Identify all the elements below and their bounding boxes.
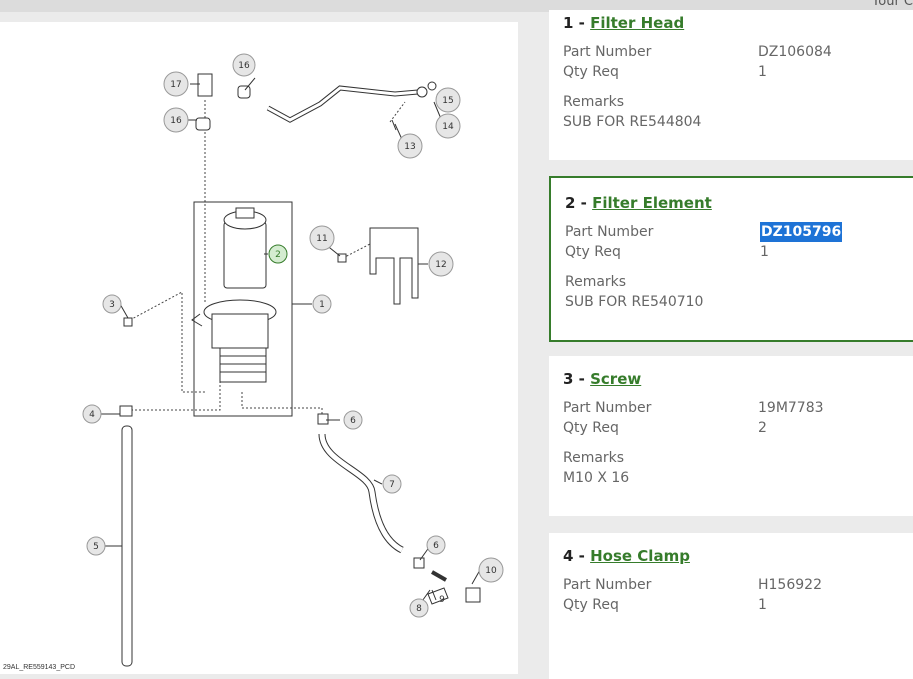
svg-text:14: 14 bbox=[442, 122, 454, 132]
svg-text:17: 17 bbox=[170, 80, 181, 90]
svg-text:11: 11 bbox=[316, 234, 327, 244]
callout-2[interactable]: 2 bbox=[268, 244, 288, 264]
part-number: H156922 bbox=[758, 577, 822, 593]
svg-text:6: 6 bbox=[350, 416, 356, 426]
svg-text:3: 3 bbox=[109, 300, 115, 310]
qty-req: 2 bbox=[758, 420, 767, 436]
qty-req: 1 bbox=[758, 64, 767, 80]
svg-text:6: 6 bbox=[433, 541, 439, 551]
callout-8[interactable]: 8 bbox=[409, 598, 429, 618]
callout-16a[interactable]: 16 bbox=[232, 53, 256, 77]
remarks-text: M10 X 16 bbox=[563, 470, 630, 486]
part-name-link[interactable]: Screw bbox=[590, 370, 642, 388]
svg-text:1: 1 bbox=[319, 300, 325, 310]
part-title: 4 - Hose Clamp bbox=[563, 547, 690, 565]
callout-6a[interactable]: 6 bbox=[343, 410, 363, 430]
qty-req: 1 bbox=[760, 244, 769, 260]
callout-17[interactable]: 17 bbox=[163, 71, 189, 97]
svg-text:12: 12 bbox=[435, 260, 446, 270]
part-number: 19M7783 bbox=[758, 400, 824, 416]
top-bar: Your C bbox=[0, 0, 913, 12]
remarks-text: SUB FOR RE540710 bbox=[565, 294, 704, 310]
diagram-id-label: 29AL_RE559143_PCD bbox=[3, 664, 75, 671]
svg-text:4: 4 bbox=[89, 410, 95, 420]
top-bar-text: Your C bbox=[872, 0, 913, 9]
callout-13[interactable]: 13 bbox=[397, 133, 423, 159]
callout-6b[interactable]: 6 bbox=[426, 535, 446, 555]
svg-text:16: 16 bbox=[238, 61, 250, 71]
callout-10[interactable]: 10 bbox=[478, 557, 504, 583]
svg-text:9: 9 bbox=[439, 595, 445, 605]
part-name-link[interactable]: Hose Clamp bbox=[590, 547, 690, 565]
part-title: 3 - Screw bbox=[563, 370, 642, 388]
part-number: DZ106084 bbox=[758, 44, 832, 60]
svg-text:2: 2 bbox=[275, 250, 281, 260]
diagram-drawing: 17 16 16 15 14 13 2 11 12 1 3 4 6 7 5 6 … bbox=[82, 53, 504, 667]
part-number[interactable]: DZ105796 bbox=[760, 222, 843, 242]
callout-11[interactable]: 11 bbox=[309, 225, 335, 251]
part-title: 2 - Filter Element bbox=[565, 194, 712, 212]
callout-1[interactable]: 1 bbox=[312, 294, 332, 314]
callout-12[interactable]: 12 bbox=[428, 251, 454, 277]
callout-3[interactable]: 3 bbox=[102, 294, 122, 314]
parts-diagram: 17 16 16 15 14 13 2 11 12 1 3 4 6 7 5 6 … bbox=[0, 22, 518, 674]
callout-4[interactable]: 4 bbox=[82, 404, 102, 424]
svg-text:15: 15 bbox=[442, 96, 453, 106]
callout-15[interactable]: 15 bbox=[435, 87, 461, 113]
callout-14[interactable]: 14 bbox=[435, 113, 461, 139]
svg-text:16: 16 bbox=[170, 116, 182, 126]
callout-16b[interactable]: 16 bbox=[163, 107, 189, 133]
svg-text:5: 5 bbox=[93, 542, 99, 552]
svg-text:13: 13 bbox=[404, 142, 415, 152]
remarks-text: SUB FOR RE544804 bbox=[563, 114, 702, 130]
part-title: 1 - Filter Head bbox=[563, 14, 685, 32]
callout-5[interactable]: 5 bbox=[86, 536, 106, 556]
part-name-link[interactable]: Filter Head bbox=[590, 14, 685, 32]
qty-req: 1 bbox=[758, 597, 767, 613]
svg-text:10: 10 bbox=[485, 566, 497, 576]
svg-text:7: 7 bbox=[389, 480, 395, 490]
callout-9[interactable]: 9 bbox=[439, 595, 445, 605]
callout-7[interactable]: 7 bbox=[382, 474, 402, 494]
part-name-link[interactable]: Filter Element bbox=[592, 194, 712, 212]
svg-text:8: 8 bbox=[416, 604, 422, 614]
